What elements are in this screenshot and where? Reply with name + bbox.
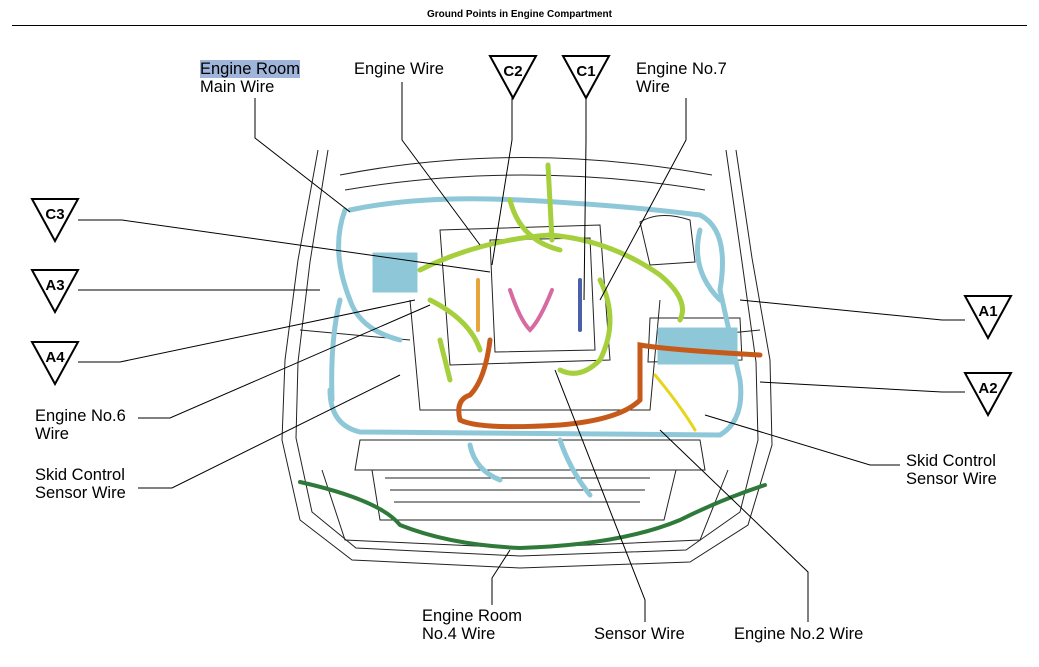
pink-wire-harness xyxy=(508,288,554,333)
label-engine-no6-wire-line2: Wire xyxy=(35,425,69,443)
marker-c3: C3 xyxy=(30,198,80,244)
svg-text:A2: A2 xyxy=(978,380,997,397)
marker-a1: A1 xyxy=(963,295,1013,341)
leader-lines xyxy=(78,82,965,622)
label-sensor-wire: Sensor Wire xyxy=(594,625,685,643)
sensor-wire-harness xyxy=(456,337,763,430)
svg-text:C3: C3 xyxy=(45,206,64,223)
label-engine-room-no4-line1: Engine Room xyxy=(422,607,522,625)
svg-text:C2: C2 xyxy=(503,63,522,80)
marker-a2: A2 xyxy=(963,372,1013,418)
svg-text:C1: C1 xyxy=(576,63,595,80)
label-skid-control-sensor-wire-right: Skid Control Sensor Wire xyxy=(906,452,997,488)
label-engine-no7-wire-line1: Engine No.7 xyxy=(636,60,727,78)
label-skid-left-line2: Sensor Wire xyxy=(35,484,126,502)
engine-no2-wire-harness xyxy=(653,373,697,432)
label-engine-no6-wire: Engine No.6 Wire xyxy=(35,407,126,443)
page-title: Ground Points in Engine Compartment xyxy=(427,9,612,20)
engine-wire-harness xyxy=(417,162,685,383)
label-skid-right-line2: Sensor Wire xyxy=(906,470,997,488)
label-engine-no2-wire: Engine No.2 Wire xyxy=(734,625,863,643)
label-engine-room-main-wire-line2: Main Wire xyxy=(200,78,275,96)
label-sensor-wire-text: Sensor Wire xyxy=(594,625,685,643)
label-engine-room-no4-line2: No.4 Wire xyxy=(422,625,496,643)
label-engine-room-no4-wire: Engine Room No.4 Wire xyxy=(422,607,522,643)
title-rule xyxy=(12,25,1027,26)
marker-c2: C2 xyxy=(488,55,538,101)
label-engine-wire-text: Engine Wire xyxy=(354,60,444,78)
label-skid-left-line1: Skid Control xyxy=(35,466,125,484)
engine-room-main-wire-harness xyxy=(327,196,744,498)
svg-text:A3: A3 xyxy=(45,277,64,294)
ground-point-markers: C2 C1 C3 A3 A4 A1 xyxy=(30,55,1013,418)
svg-text:A1: A1 xyxy=(978,303,997,320)
label-engine-room-main-wire: Engine Room Main Wire xyxy=(200,60,300,96)
engine-room-no4-wire-harness xyxy=(298,480,767,551)
label-engine-no7-wire: Engine No.7 Wire xyxy=(636,60,727,96)
label-engine-wire: Engine Wire xyxy=(354,60,444,78)
marker-c1: C1 xyxy=(561,55,611,101)
svg-text:A4: A4 xyxy=(45,349,65,366)
label-skid-right-line1: Skid Control xyxy=(906,452,996,470)
marker-a4: A4 xyxy=(30,341,80,387)
label-skid-control-sensor-wire-left: Skid Control Sensor Wire xyxy=(35,466,126,502)
marker-a3: A3 xyxy=(30,269,80,315)
label-engine-no7-wire-line2: Wire xyxy=(636,78,670,96)
label-engine-no6-wire-line1: Engine No.6 xyxy=(35,407,126,425)
label-engine-room-main-wire-line1: Engine Room xyxy=(200,60,300,78)
label-engine-no2-wire-text: Engine No.2 Wire xyxy=(734,625,864,643)
